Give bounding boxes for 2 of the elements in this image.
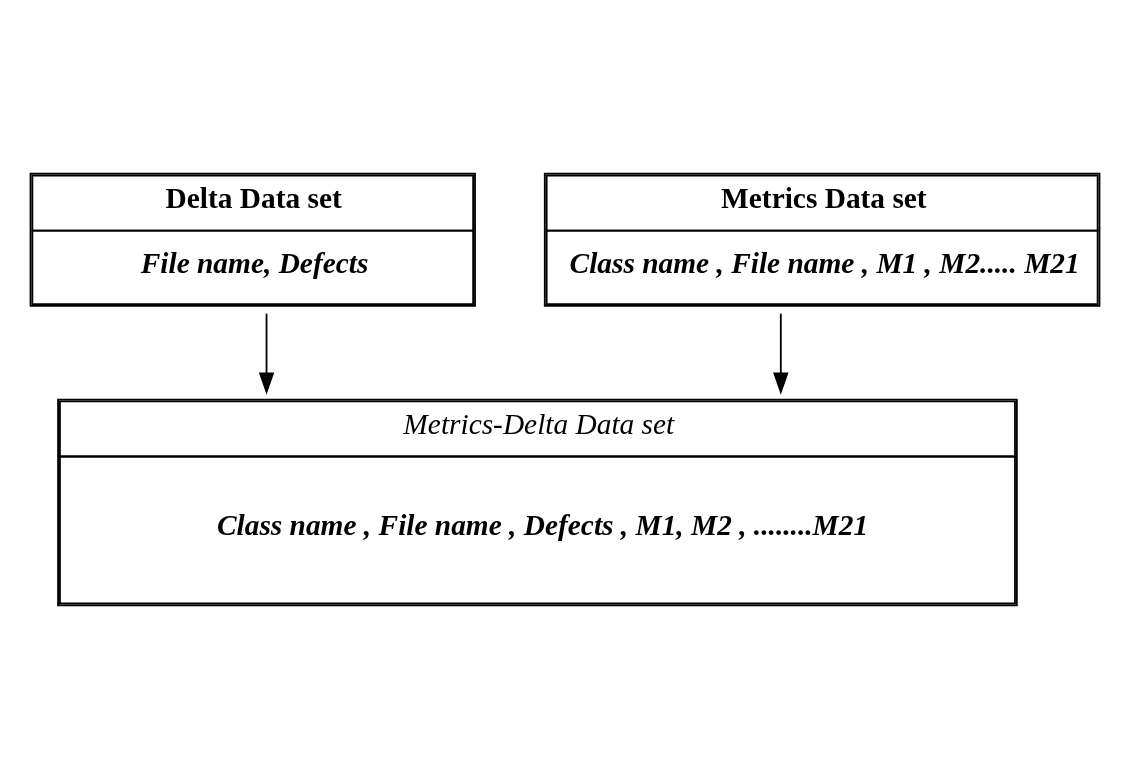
arrow [773,312,789,395]
arrow [258,312,275,395]
